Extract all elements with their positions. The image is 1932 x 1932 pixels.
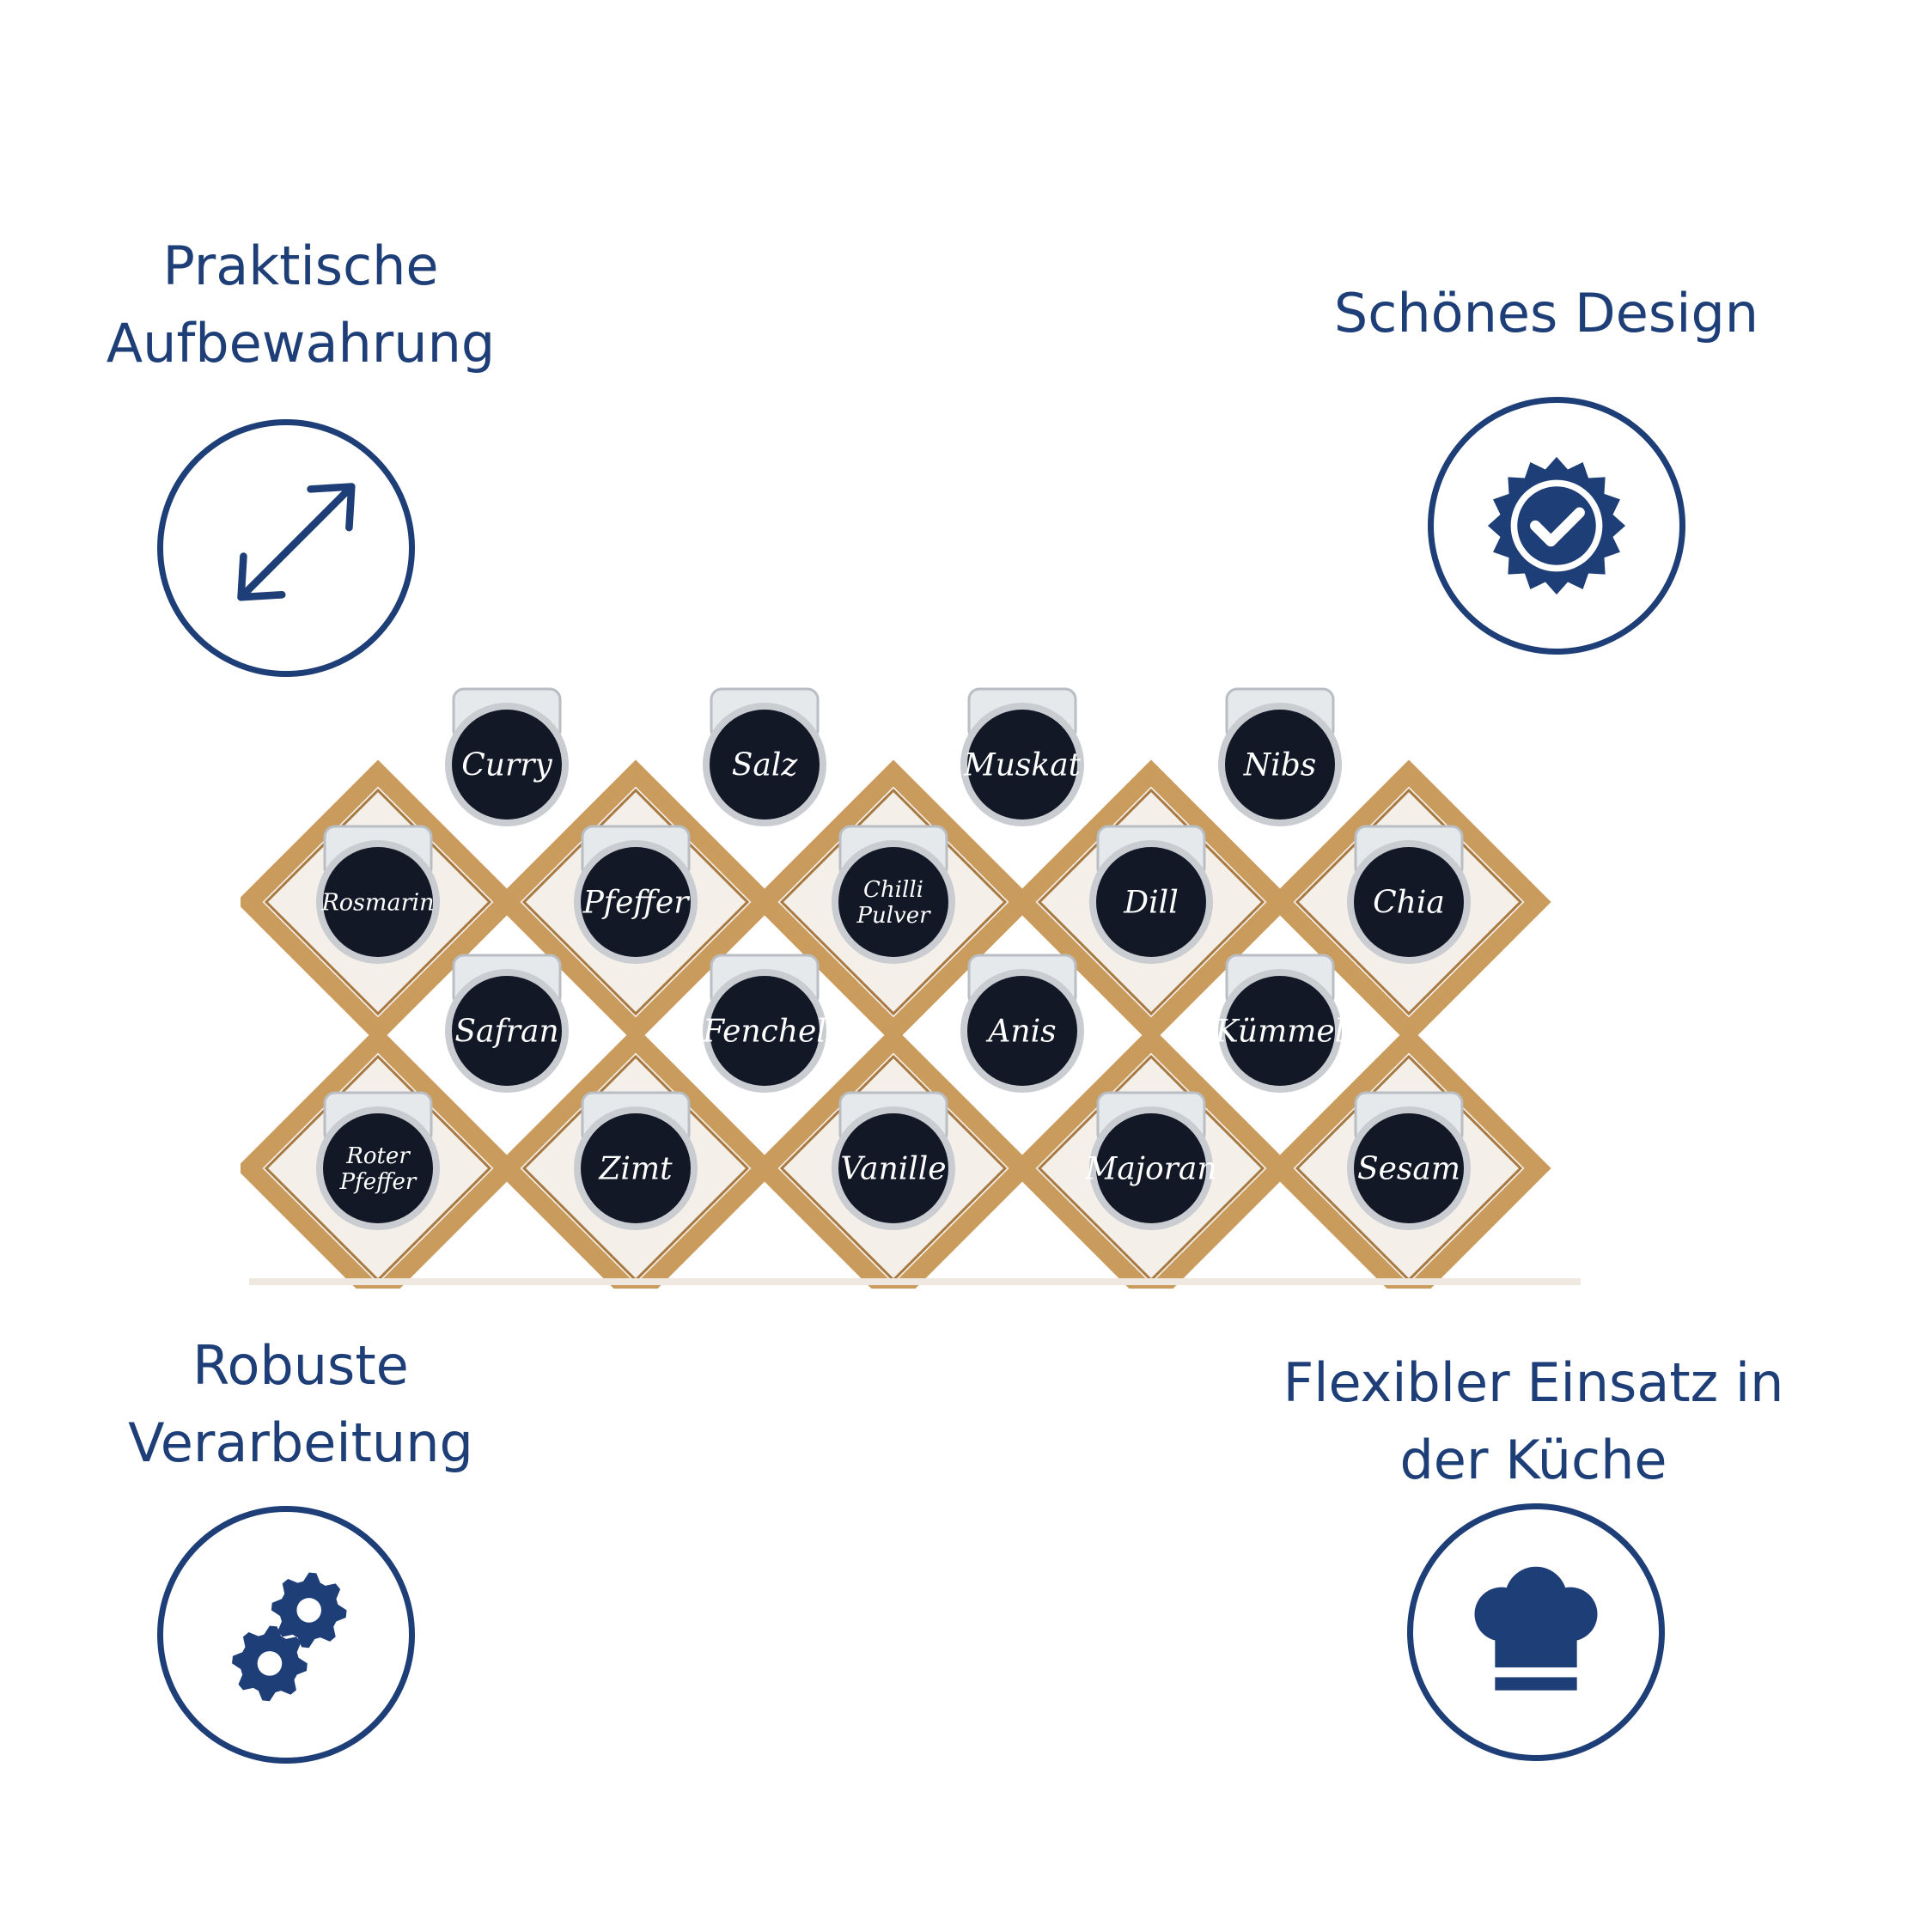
- feature-title-kitchen-line1: Flexibler Einsatz in: [1283, 1351, 1784, 1414]
- spice-jar: Chia: [1347, 825, 1471, 964]
- feature-title-quality-line1: Robuste: [192, 1334, 409, 1397]
- spice-jar: Rosmarin: [316, 825, 440, 964]
- spice-jar: Salz: [703, 687, 826, 826]
- spice-jar-label: Pfeffer: [582, 886, 691, 921]
- spice-jar: Curry: [445, 687, 569, 826]
- design-icon-circle: [1428, 397, 1685, 655]
- spice-jar: Muskat: [960, 687, 1084, 826]
- storage-icon-circle: [157, 419, 415, 677]
- spice-jar-label: Chilli: [863, 877, 923, 903]
- spice-jar: Zimt: [574, 1091, 698, 1230]
- badge-check-icon: [1487, 456, 1626, 595]
- spice-jar: Safran: [445, 954, 569, 1093]
- spice-jar: Majoran: [1084, 1091, 1217, 1230]
- spice-jar-label: Anis: [985, 1015, 1056, 1050]
- spice-jar-label: Fenchel: [702, 1015, 826, 1050]
- feature-title-kitchen: Flexibler Einsatz in der Küche: [1254, 1344, 1813, 1499]
- spice-jar-label: Rosmarin: [320, 889, 434, 916]
- spice-jar: Nibs: [1218, 687, 1342, 826]
- spice-jar-label: Chia: [1373, 886, 1445, 921]
- feature-title-storage-line1: Praktische: [162, 235, 439, 297]
- spice-jar: Kümmel: [1215, 954, 1344, 1093]
- diagonal-resize-arrow-icon: [237, 483, 356, 601]
- spice-jar: Dill: [1089, 825, 1213, 964]
- spice-jar-label: Zimt: [598, 1152, 673, 1187]
- feature-title-kitchen-line2: der Küche: [1399, 1429, 1667, 1491]
- spice-jar: Sesam: [1347, 1091, 1471, 1230]
- spice-jar-label: Safran: [454, 1015, 558, 1050]
- spice-jar: Pfeffer: [574, 825, 698, 964]
- spice-jar-label: Dill: [1123, 886, 1178, 921]
- feature-title-quality-line2: Verarbeitung: [128, 1411, 473, 1474]
- spice-jar-label: Salz: [732, 748, 799, 783]
- spice-jar-label: Muskat: [963, 748, 1082, 783]
- spice-jar-label: Pfeffer: [339, 1169, 417, 1195]
- spice-jar: Vanille: [832, 1091, 955, 1230]
- quality-icon-circle: [157, 1506, 415, 1764]
- spice-jar-label: Curry: [461, 748, 552, 783]
- spice-jar: Fenchel: [702, 954, 826, 1093]
- feature-title-storage-line2: Aufbewahrung: [106, 312, 496, 375]
- spice-jar-label: Sesam: [1357, 1152, 1460, 1187]
- spice-jar-label: Majoran: [1084, 1152, 1216, 1187]
- feature-title-quality: Robuste Verarbeitung: [52, 1327, 550, 1482]
- kitchen-icon-circle: [1407, 1503, 1665, 1761]
- gears-icon: [232, 1572, 347, 1702]
- spice-jar-label: Roter: [345, 1143, 411, 1169]
- feature-title-design: Schönes Design: [1289, 275, 1804, 352]
- spice-jar-label: Kümmel: [1215, 1015, 1344, 1050]
- feature-title-storage: Praktische Aufbewahrung: [52, 228, 550, 382]
- spice-jar: Anis: [960, 954, 1084, 1093]
- spice-jar-label: Nibs: [1243, 748, 1317, 783]
- spice-jar-label: Vanille: [840, 1152, 946, 1187]
- chef-hat-icon: [1474, 1566, 1598, 1691]
- feature-title-design-line1: Schönes Design: [1333, 282, 1759, 344]
- spice-jar-label: Pulver: [856, 903, 931, 929]
